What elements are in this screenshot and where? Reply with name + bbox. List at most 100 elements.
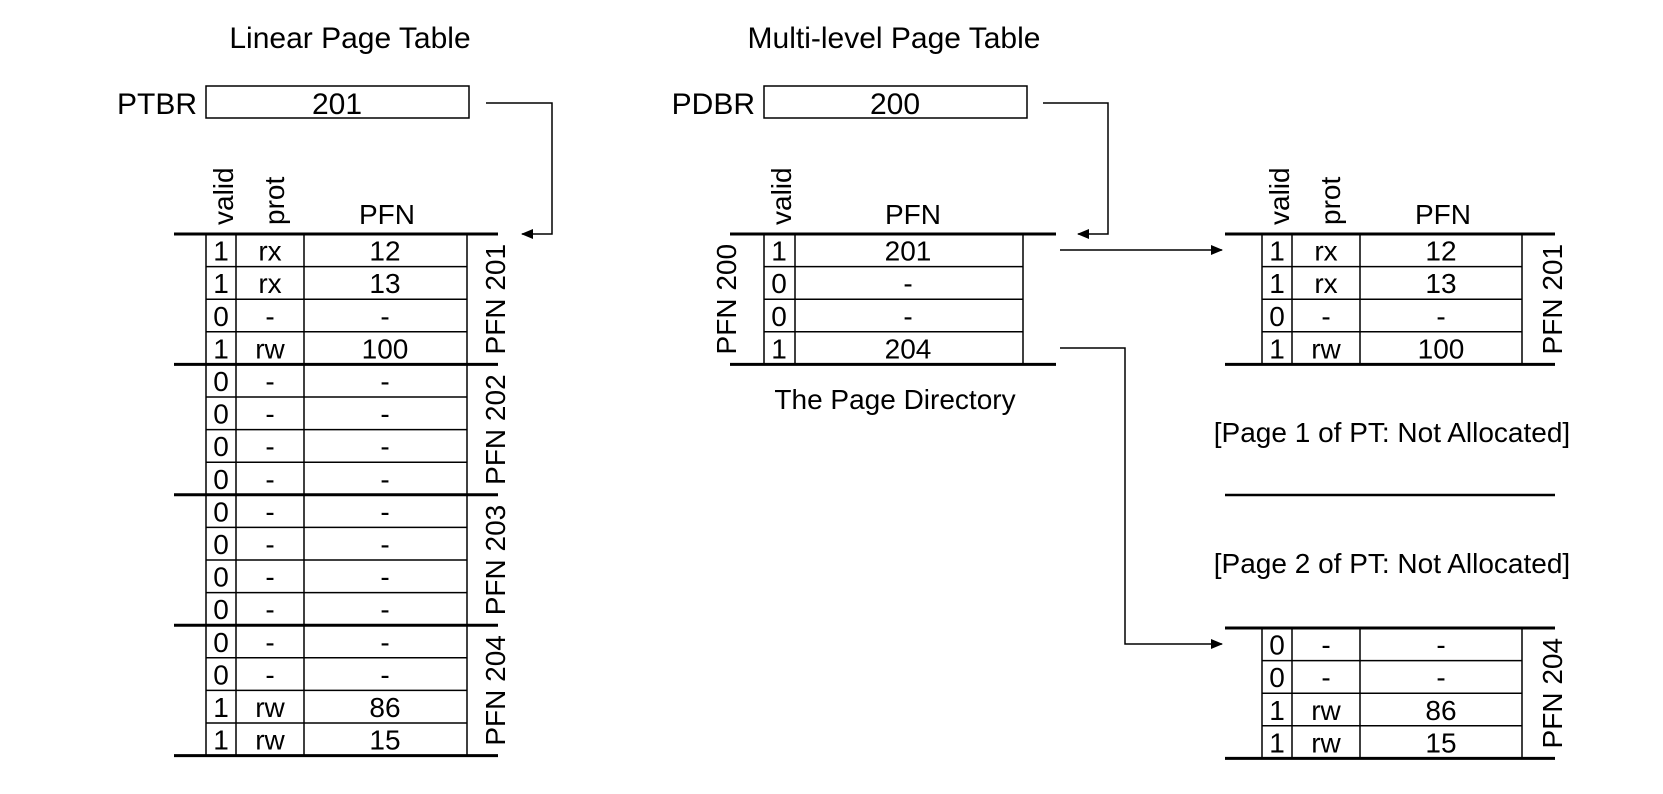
pfn-cell: 15 [1425,727,1456,758]
valid-cell: 0 [213,464,229,495]
prot-cell: - [265,301,274,332]
ptbr-value: 201 [312,88,362,121]
page-directory-caption: The Page Directory [774,384,1015,415]
valid-cell: 1 [213,725,229,756]
pfn-cell: - [903,301,912,332]
valid-cell: 0 [213,366,229,397]
prot-cell: rx [258,236,281,267]
valid-cell: 1 [1269,695,1285,726]
pfn-cell: 13 [369,268,400,299]
pdbr-arrow [1043,102,1109,239]
page-label: PFN 201 [1537,244,1568,355]
prot-cell: - [265,496,274,527]
prot-cell: rw [1311,727,1341,758]
prot-cell: - [1321,301,1330,332]
pfn-cell: - [380,627,389,658]
linear-header-valid: valid [208,167,239,225]
pfn-cell: - [903,268,912,299]
valid-cell: 0 [213,627,229,658]
page-label: PFN 203 [480,505,511,616]
multilevel-title: Multi-level Page Table [748,22,1041,55]
valid-cell: 0 [213,399,229,430]
prot-cell: - [1321,662,1330,693]
pfn-cell: - [380,301,389,332]
prot-cell: - [265,659,274,690]
pfn-cell: - [380,659,389,690]
page-directory: 1 201 0 - 0 - 1 204 PFN 200 [711,232,1056,366]
prot-cell: - [265,431,274,462]
pt-header-pfn: PFN [1415,199,1471,230]
prot-cell: rw [255,333,285,364]
prot-cell: - [265,529,274,560]
pfn-cell: 204 [885,333,932,364]
ptbr-label: PTBR [117,88,197,121]
pfn-cell: - [380,594,389,625]
prot-cell: rx [258,268,281,299]
not-allocated-2: [Page 2 of PT: Not Allocated] [1214,548,1570,579]
pfn-cell: 86 [1425,695,1456,726]
page-label: PFN 200 [711,244,742,355]
valid-cell: 1 [213,268,229,299]
pfn-cell: 13 [1425,268,1456,299]
dir-arrow-pfn-204 [1060,347,1223,649]
valid-cell: 0 [771,268,787,299]
prot-cell: - [1321,630,1330,661]
prot-cell: rx [1314,236,1337,267]
prot-cell: rw [255,725,285,756]
pfn-cell: - [1436,301,1445,332]
valid-cell: 1 [213,692,229,723]
valid-cell: 0 [213,496,229,527]
valid-cell: 1 [1269,333,1285,364]
valid-cell: 1 [213,333,229,364]
ptbr-register [205,85,470,119]
prot-cell: - [265,594,274,625]
valid-cell: 1 [771,333,787,364]
valid-cell: 1 [771,236,787,267]
pfn-cell: 100 [1418,333,1465,364]
prot-cell: - [265,464,274,495]
page-label: PFN 202 [480,374,511,485]
prot-cell: rw [255,692,285,723]
pfn-cell: 201 [885,236,932,267]
valid-cell: 0 [1269,662,1285,693]
prot-cell: - [265,627,274,658]
prot-cell: rx [1314,268,1337,299]
linear-header-prot: prot [259,177,290,225]
pfn-cell: - [1436,662,1445,693]
pdbr-value: 200 [870,88,920,121]
valid-cell: 0 [213,529,229,560]
valid-cell: 0 [213,301,229,332]
pfn-cell: 12 [1425,236,1456,267]
prot-cell: - [265,399,274,430]
pfn-cell: 86 [369,692,400,723]
dir-header-valid: valid [766,167,797,225]
pfn-cell: - [380,529,389,560]
valid-cell: 0 [213,594,229,625]
pdbr-label: PDBR [672,88,755,121]
pfn-cell: 100 [362,333,409,364]
prot-cell: - [265,366,274,397]
pfn-cell: 12 [369,236,400,267]
prot-cell: rw [1311,333,1341,364]
pfn-cell: - [380,562,389,593]
valid-cell: 1 [1269,268,1285,299]
valid-cell: 0 [213,659,229,690]
pfn-cell: - [380,366,389,397]
pfn-cell: - [380,496,389,527]
valid-cell: 0 [771,301,787,332]
ptbr-arrow [486,102,553,239]
pfn-cell: - [380,464,389,495]
not-allocated-1: [Page 1 of PT: Not Allocated] [1214,417,1570,448]
pt-header-valid: valid [1264,167,1295,225]
page-label: PFN 201 [480,244,511,355]
page-label: PFN 204 [1537,638,1568,749]
valid-cell: 0 [1269,301,1285,332]
valid-cell: 1 [1269,727,1285,758]
dir-header-pfn: PFN [885,199,941,230]
prot-cell: - [265,562,274,593]
pt-header-prot: prot [1315,177,1346,225]
valid-cell: 0 [1269,630,1285,661]
